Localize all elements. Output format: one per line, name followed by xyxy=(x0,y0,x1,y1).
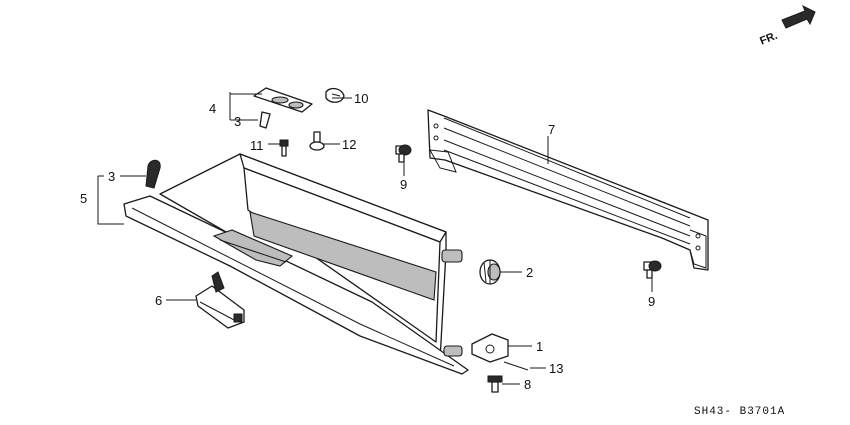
callout-7: 7 xyxy=(548,122,555,137)
callout-5: 5 xyxy=(80,191,87,206)
callout-4: 4 xyxy=(209,101,216,116)
part-3-stopper-left xyxy=(145,159,161,189)
part-5-glove-box xyxy=(123,153,469,375)
callout-6: 6 xyxy=(155,293,162,308)
part-6-latch xyxy=(195,271,245,329)
callout-9-upper: 9 xyxy=(400,177,407,192)
part-12-nut xyxy=(309,131,325,151)
part-8-bolt xyxy=(487,375,503,393)
front-label: FR. xyxy=(758,30,779,48)
callout-labels: 4 3 10 11 12 3 5 9 7 2 9 6 1 13 8 xyxy=(80,91,655,392)
callout-3-upper: 3 xyxy=(234,114,241,129)
leader-lines xyxy=(97,92,653,385)
part-4-striker-assembly xyxy=(253,87,313,129)
part-11-screw xyxy=(279,139,289,157)
front-direction-indicator: FR. xyxy=(758,4,816,48)
part-13-pin xyxy=(503,361,529,371)
part-1-hinge-bracket xyxy=(471,333,509,363)
diagram-code: SH43- B3701A xyxy=(694,406,785,418)
callout-11: 11 xyxy=(250,138,264,153)
callout-1: 1 xyxy=(536,339,543,354)
front-arrow-icon xyxy=(781,4,816,29)
callout-10: 10 xyxy=(354,91,368,106)
callout-13: 13 xyxy=(549,361,563,376)
part-9-fastener-lower xyxy=(643,260,662,279)
callout-9-lower: 9 xyxy=(648,294,655,309)
part-10-clip xyxy=(325,87,345,103)
callout-3-left: 3 xyxy=(108,169,115,184)
part-7-support-bracket xyxy=(427,109,709,271)
callout-12: 12 xyxy=(342,137,356,152)
callout-2: 2 xyxy=(526,265,533,280)
part-2-damper xyxy=(479,259,501,285)
callout-8: 8 xyxy=(524,377,531,392)
part-9-fastener-upper xyxy=(395,144,412,163)
